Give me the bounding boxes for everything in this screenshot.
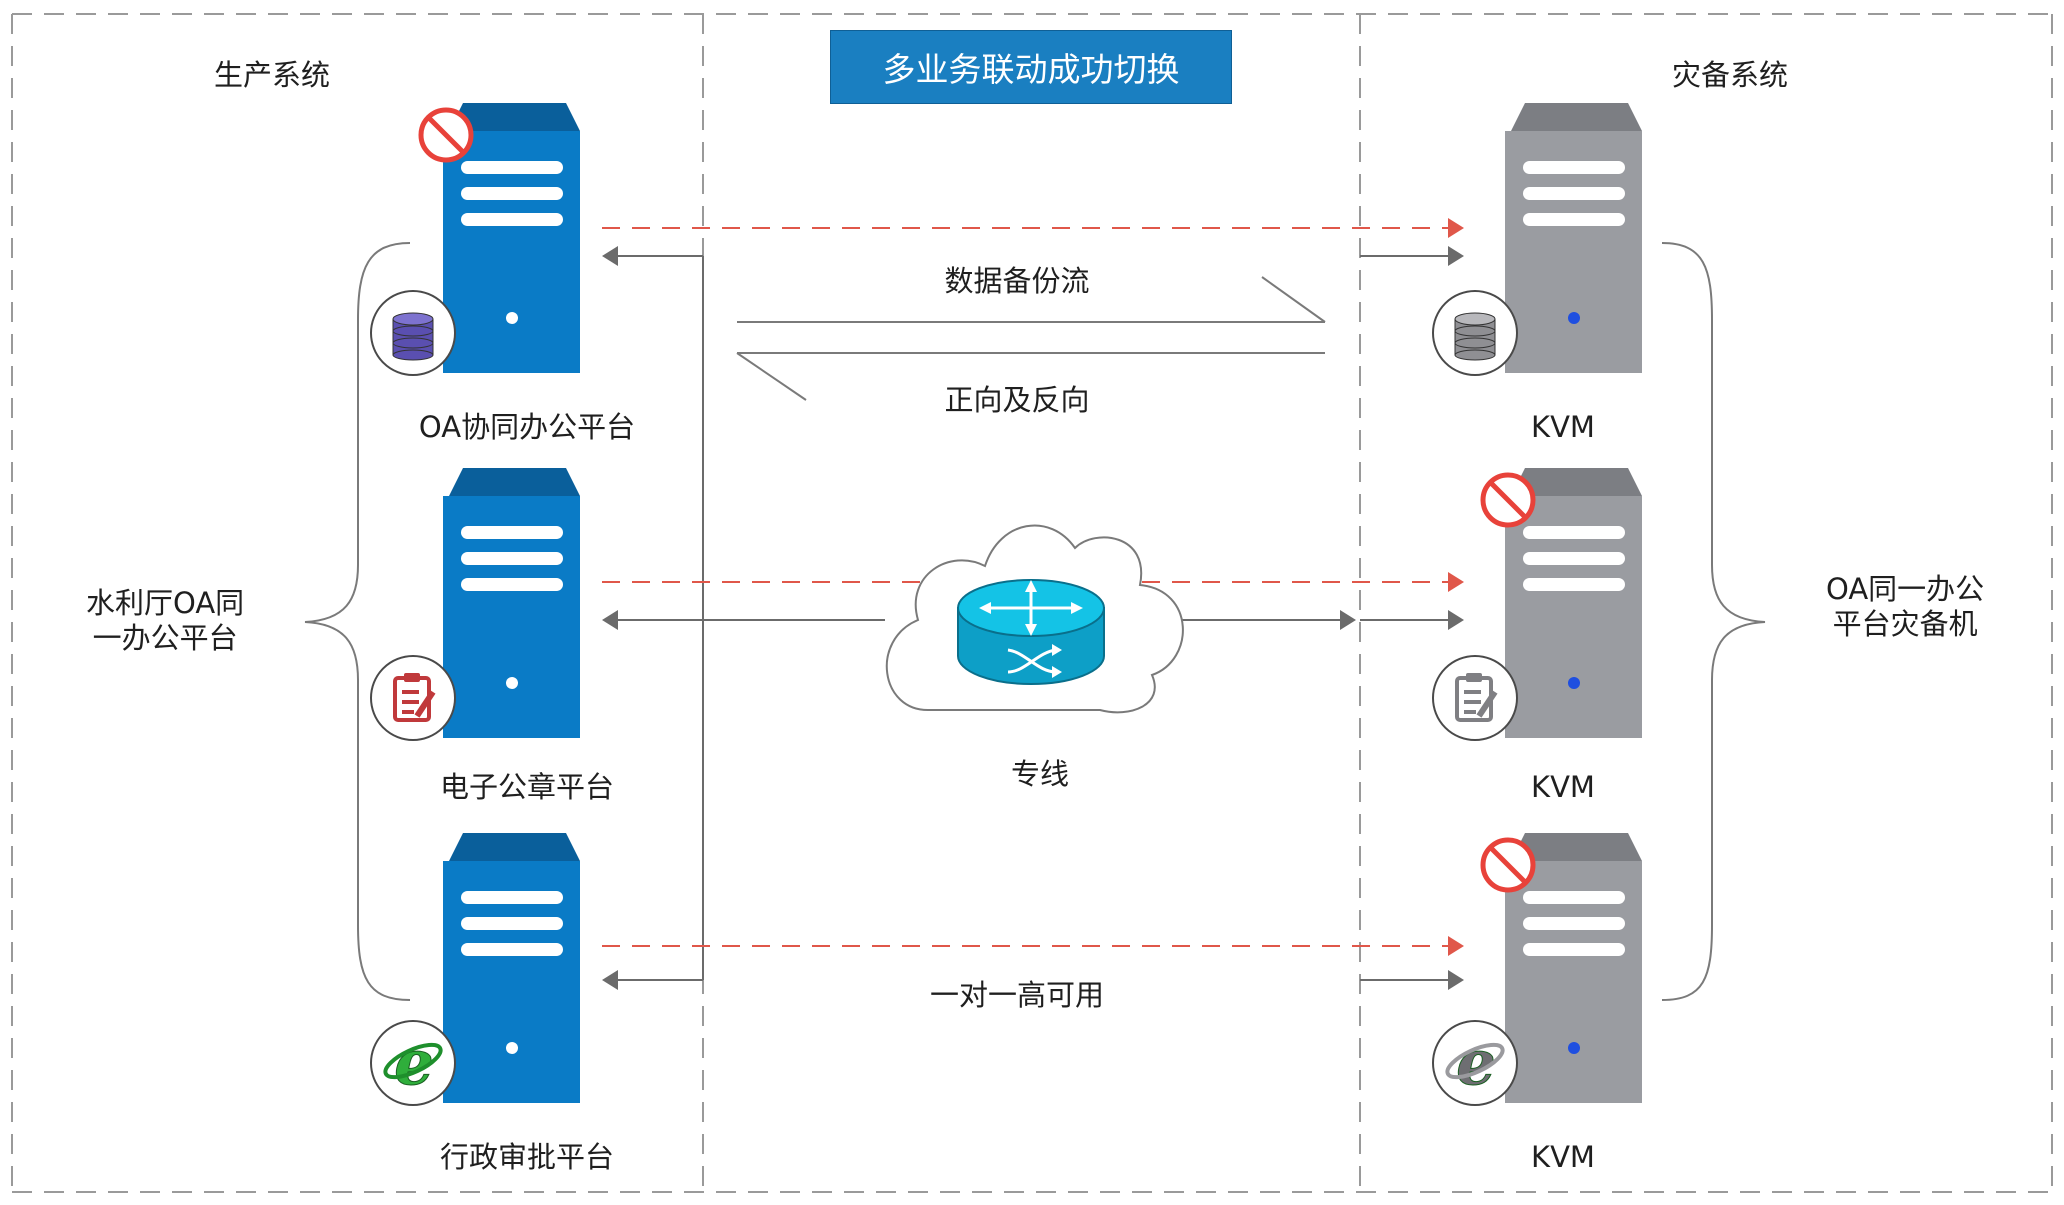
arrow-right-3 xyxy=(1448,970,1464,990)
blocked-icon xyxy=(418,107,474,163)
title-text: 多业务联动成功切换 xyxy=(882,50,1180,89)
production-group-label-line-1: 水利厅OA同 xyxy=(86,586,245,620)
production-group-brace xyxy=(304,242,411,1001)
backup-group-label-line-2: 平台灾备机 xyxy=(1832,607,1978,642)
dedicated-line-label: 专线 xyxy=(1010,757,1070,791)
replication-arrow-3 xyxy=(1448,936,1464,956)
blocked-icon xyxy=(1480,837,1536,893)
replication-arrow-1 xyxy=(1448,218,1464,238)
bidirectional-flow-arrows xyxy=(736,276,1326,401)
production-server-2 xyxy=(370,468,580,741)
arrow-right-1 xyxy=(1448,246,1464,266)
server-label-seal: 电子公章平台 xyxy=(439,770,615,804)
kvm-label-3: KVM xyxy=(1531,1140,1595,1174)
server-label-approval: 行政审批平台 xyxy=(439,1140,615,1174)
browser-e-icon: e xyxy=(370,1020,456,1106)
kvm-label-1: KVM xyxy=(1531,410,1595,444)
backup-server-1 xyxy=(1432,103,1642,376)
blocked-icon xyxy=(1480,472,1536,528)
arrow-right-mid xyxy=(1340,610,1356,630)
backup-group-brace xyxy=(1661,242,1766,1001)
server-label-oa: OA协同办公平台 xyxy=(418,410,636,444)
production-system-label: 生产系统 xyxy=(213,58,331,92)
production-server-1 xyxy=(370,103,580,376)
production-group-label-line-2: 一办公平台 xyxy=(92,621,238,656)
title-banner: 多业务联动成功切换 xyxy=(830,30,1232,104)
router-icon xyxy=(957,579,1105,685)
svg-text:e: e xyxy=(394,1026,433,1099)
production-connectors xyxy=(618,255,704,981)
replication-arrow-2 xyxy=(1448,572,1464,592)
direction-label: 正向及反向 xyxy=(944,383,1090,417)
production-group-label: 水利厅OA同 一办公平台 xyxy=(86,586,244,657)
svg-text:e: e xyxy=(1456,1026,1495,1099)
backup-system-label: 灾备系统 xyxy=(1671,58,1789,92)
arrow-left-2 xyxy=(602,610,618,630)
browser-e-icon: e xyxy=(1432,1020,1518,1106)
document-edit-icon xyxy=(370,655,456,741)
high-availability-label: 一对一高可用 xyxy=(929,978,1105,1012)
arrow-right-2 xyxy=(1448,610,1464,630)
data-flow-label: 数据备份流 xyxy=(944,264,1090,298)
arrow-left-1 xyxy=(602,246,618,266)
backup-server-2 xyxy=(1432,468,1642,741)
database-icon xyxy=(1432,290,1518,376)
backup-group-label-line-1: OA同一办公 xyxy=(1826,572,1985,606)
kvm-label-2: KVM xyxy=(1531,770,1595,804)
document-edit-icon xyxy=(1432,655,1518,741)
backup-group-label: OA同一办公 平台灾备机 xyxy=(1826,572,1984,643)
arrow-left-3 xyxy=(602,970,618,990)
production-server-3: e xyxy=(370,833,580,1106)
database-icon xyxy=(370,290,456,376)
backup-server-3: e xyxy=(1432,833,1642,1106)
backup-connectors xyxy=(1360,255,1448,981)
